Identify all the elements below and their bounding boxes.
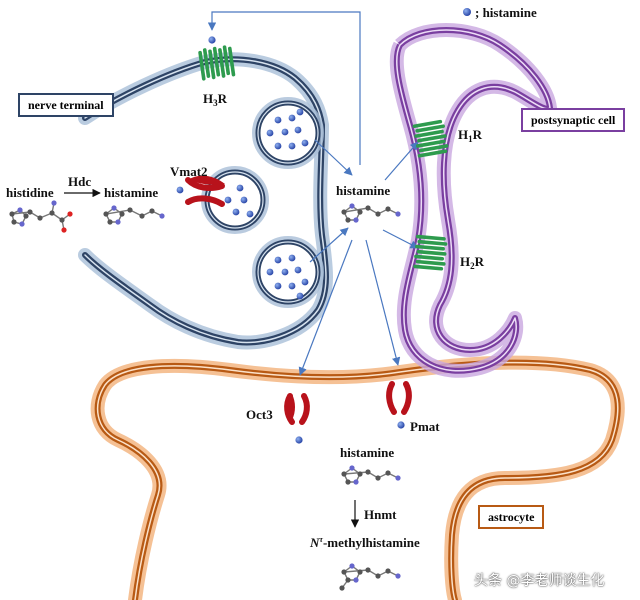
- legend-histamine-label: ; histamine: [475, 5, 537, 20]
- watermark: 头条 @李老师谈生化: [474, 573, 605, 589]
- histamine-label-center: histamine: [336, 183, 391, 198]
- arrow-to-oct3: [298, 239, 353, 376]
- histamine-label-astrocyte: histamine: [340, 445, 395, 460]
- histamine-molecule-center: [341, 203, 401, 223]
- pmat-label: Pmat: [410, 419, 440, 434]
- h3r-receptor: [198, 45, 236, 81]
- vmat2-transporter: [185, 175, 225, 207]
- h2r-receptor: [413, 234, 448, 271]
- histamine-dots: [176, 8, 471, 444]
- arrow-cleft-to-h2r: [382, 229, 419, 249]
- histamine-molecule-astrocyte: [341, 465, 401, 485]
- pmat-transporter: [386, 381, 412, 415]
- h2r-label: H2R: [460, 254, 485, 271]
- vmat2-label: Vmat2: [170, 164, 208, 179]
- h3r-label: H3R: [203, 91, 228, 108]
- arrow-to-pmat: [365, 239, 401, 366]
- feedback-arrow: [207, 11, 361, 165]
- h1r-label: H1R: [458, 127, 483, 144]
- postsynaptic-cell-label: postsynaptic cell: [521, 108, 626, 132]
- oct3-label: Oct3: [246, 407, 273, 422]
- postsynaptic-membrane: [389, 23, 557, 378]
- h1r-receptor: [412, 119, 449, 158]
- hdc-label: Hdc: [68, 174, 92, 189]
- oct3-transporter: [284, 393, 310, 425]
- methylhistamine-label: Nτ-methylhistamine: [310, 535, 420, 550]
- histidine-label: histidine: [6, 185, 54, 200]
- hnmt-label: Hnmt: [364, 507, 397, 522]
- histidine-molecule: [9, 200, 73, 233]
- nerve-terminal-label: nerve terminal: [18, 93, 114, 117]
- histamine-label-left: histamine: [104, 185, 159, 200]
- vesicle-top: [252, 97, 324, 169]
- nerve-terminal-membrane: [78, 52, 333, 350]
- astrocyte-membrane: [90, 355, 625, 600]
- methylhistamine-molecule: [339, 563, 401, 591]
- arrow-vesicle-to-cleft: [314, 139, 353, 176]
- arrow-cleft-to-h1r: [384, 141, 419, 181]
- astrocyte-label: astrocyte: [478, 505, 545, 529]
- arrow-from-bottom-vesicle: [309, 227, 349, 263]
- legend-histamine-dot: [463, 8, 471, 16]
- histamine-molecule-left: [103, 205, 165, 225]
